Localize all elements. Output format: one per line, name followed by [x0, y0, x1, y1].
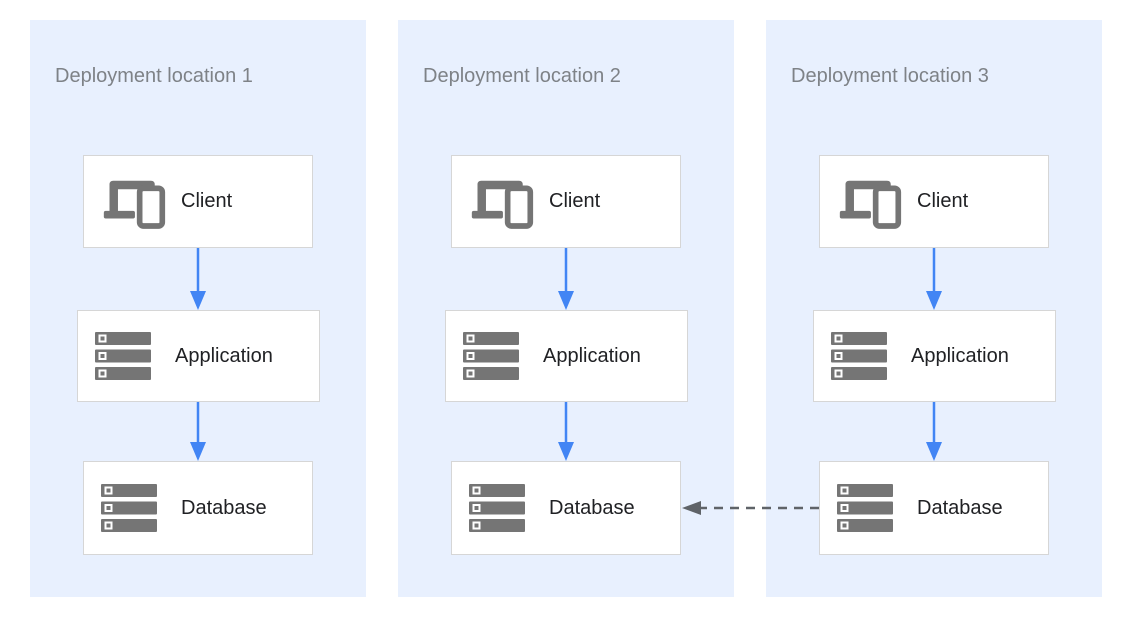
node-label: Client: [917, 190, 969, 212]
node-label: Database: [181, 496, 267, 519]
application-node: Application: [77, 310, 320, 402]
node-label: Client: [181, 190, 233, 212]
node-label: Database: [917, 496, 1003, 519]
client-node: Client: [819, 155, 1049, 248]
panel-title: Deployment location 3: [791, 65, 989, 87]
deployment-location-3-panel: Deployment location 3 Client Application…: [766, 20, 1102, 597]
server-stack-icon: [469, 484, 535, 532]
node-label: Client: [549, 190, 601, 212]
client-node: Client: [83, 155, 313, 248]
server-stack-icon: [101, 484, 167, 532]
panel-title: Deployment location 2: [423, 65, 621, 87]
database-node: Database: [83, 461, 313, 555]
server-stack-icon: [837, 484, 903, 532]
devices-icon: [837, 173, 903, 230]
server-stack-icon: [831, 332, 897, 380]
deployment-location-1-panel: Deployment location 1 Client Application…: [30, 20, 366, 597]
node-label: Database: [549, 496, 635, 519]
server-stack-icon: [463, 332, 529, 380]
application-node: Application: [813, 310, 1056, 402]
node-label: Application: [543, 344, 641, 367]
application-node: Application: [445, 310, 688, 402]
devices-icon: [101, 173, 167, 230]
node-label: Application: [175, 344, 273, 367]
deployment-location-2-panel: Deployment location 2 Client Application…: [398, 20, 734, 597]
node-label: Application: [911, 344, 1009, 367]
database-node: Database: [819, 461, 1049, 555]
server-stack-icon: [95, 332, 161, 380]
database-node: Database: [451, 461, 681, 555]
devices-icon: [469, 173, 535, 230]
client-node: Client: [451, 155, 681, 248]
panel-title: Deployment location 1: [55, 65, 253, 87]
